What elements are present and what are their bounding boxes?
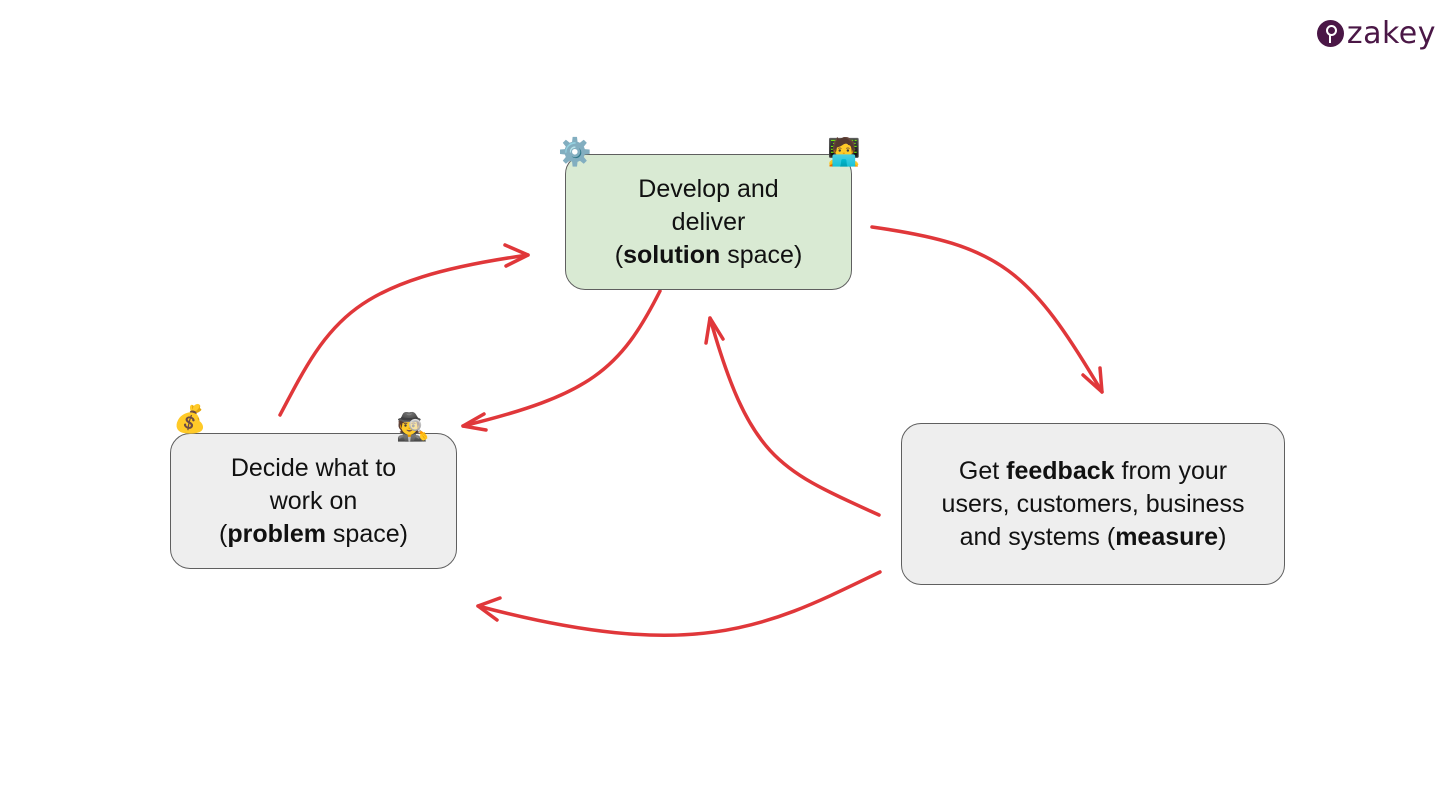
zakey-logo: zakey [1316, 16, 1436, 51]
arrowhead-feedback-to-develop [704, 316, 725, 345]
technologist-icon: 🧑‍💻 [827, 137, 861, 168]
arrow-feedback-to-decide [476, 570, 882, 637]
decide-what-to-work-on-box: Decide what to work on (problem space) [170, 433, 457, 569]
arrowhead-develop-to-decide [461, 412, 488, 432]
money-bag-icon: 💰 [173, 404, 207, 435]
arrowhead-feedback-to-decide [476, 596, 502, 622]
gear-icon: ⚙️ [558, 137, 592, 168]
arrow-feedback-to-develop [708, 316, 881, 517]
develop-label: Develop and deliver (solution space) [614, 174, 803, 269]
arrowhead-decide-to-develop [503, 243, 530, 268]
get-feedback-box: Get feedback from your users, customers,… [901, 423, 1285, 585]
arrow-develop-to-decide [461, 289, 662, 428]
decide-label: Decide what to work on (problem space) [219, 453, 408, 548]
feedback-label: Get feedback from your users, customers,… [941, 456, 1245, 551]
arrowhead-develop-to-feedback [1081, 366, 1104, 394]
develop-and-deliver-box: Develop and deliver (solution space) [565, 154, 852, 290]
detective-icon: 🕵️ [396, 412, 430, 443]
arrow-develop-to-feedback [870, 225, 1104, 394]
key-icon [1316, 20, 1344, 47]
arrow-decide-to-develop [278, 253, 530, 417]
logo-text: zakey [1346, 16, 1436, 51]
